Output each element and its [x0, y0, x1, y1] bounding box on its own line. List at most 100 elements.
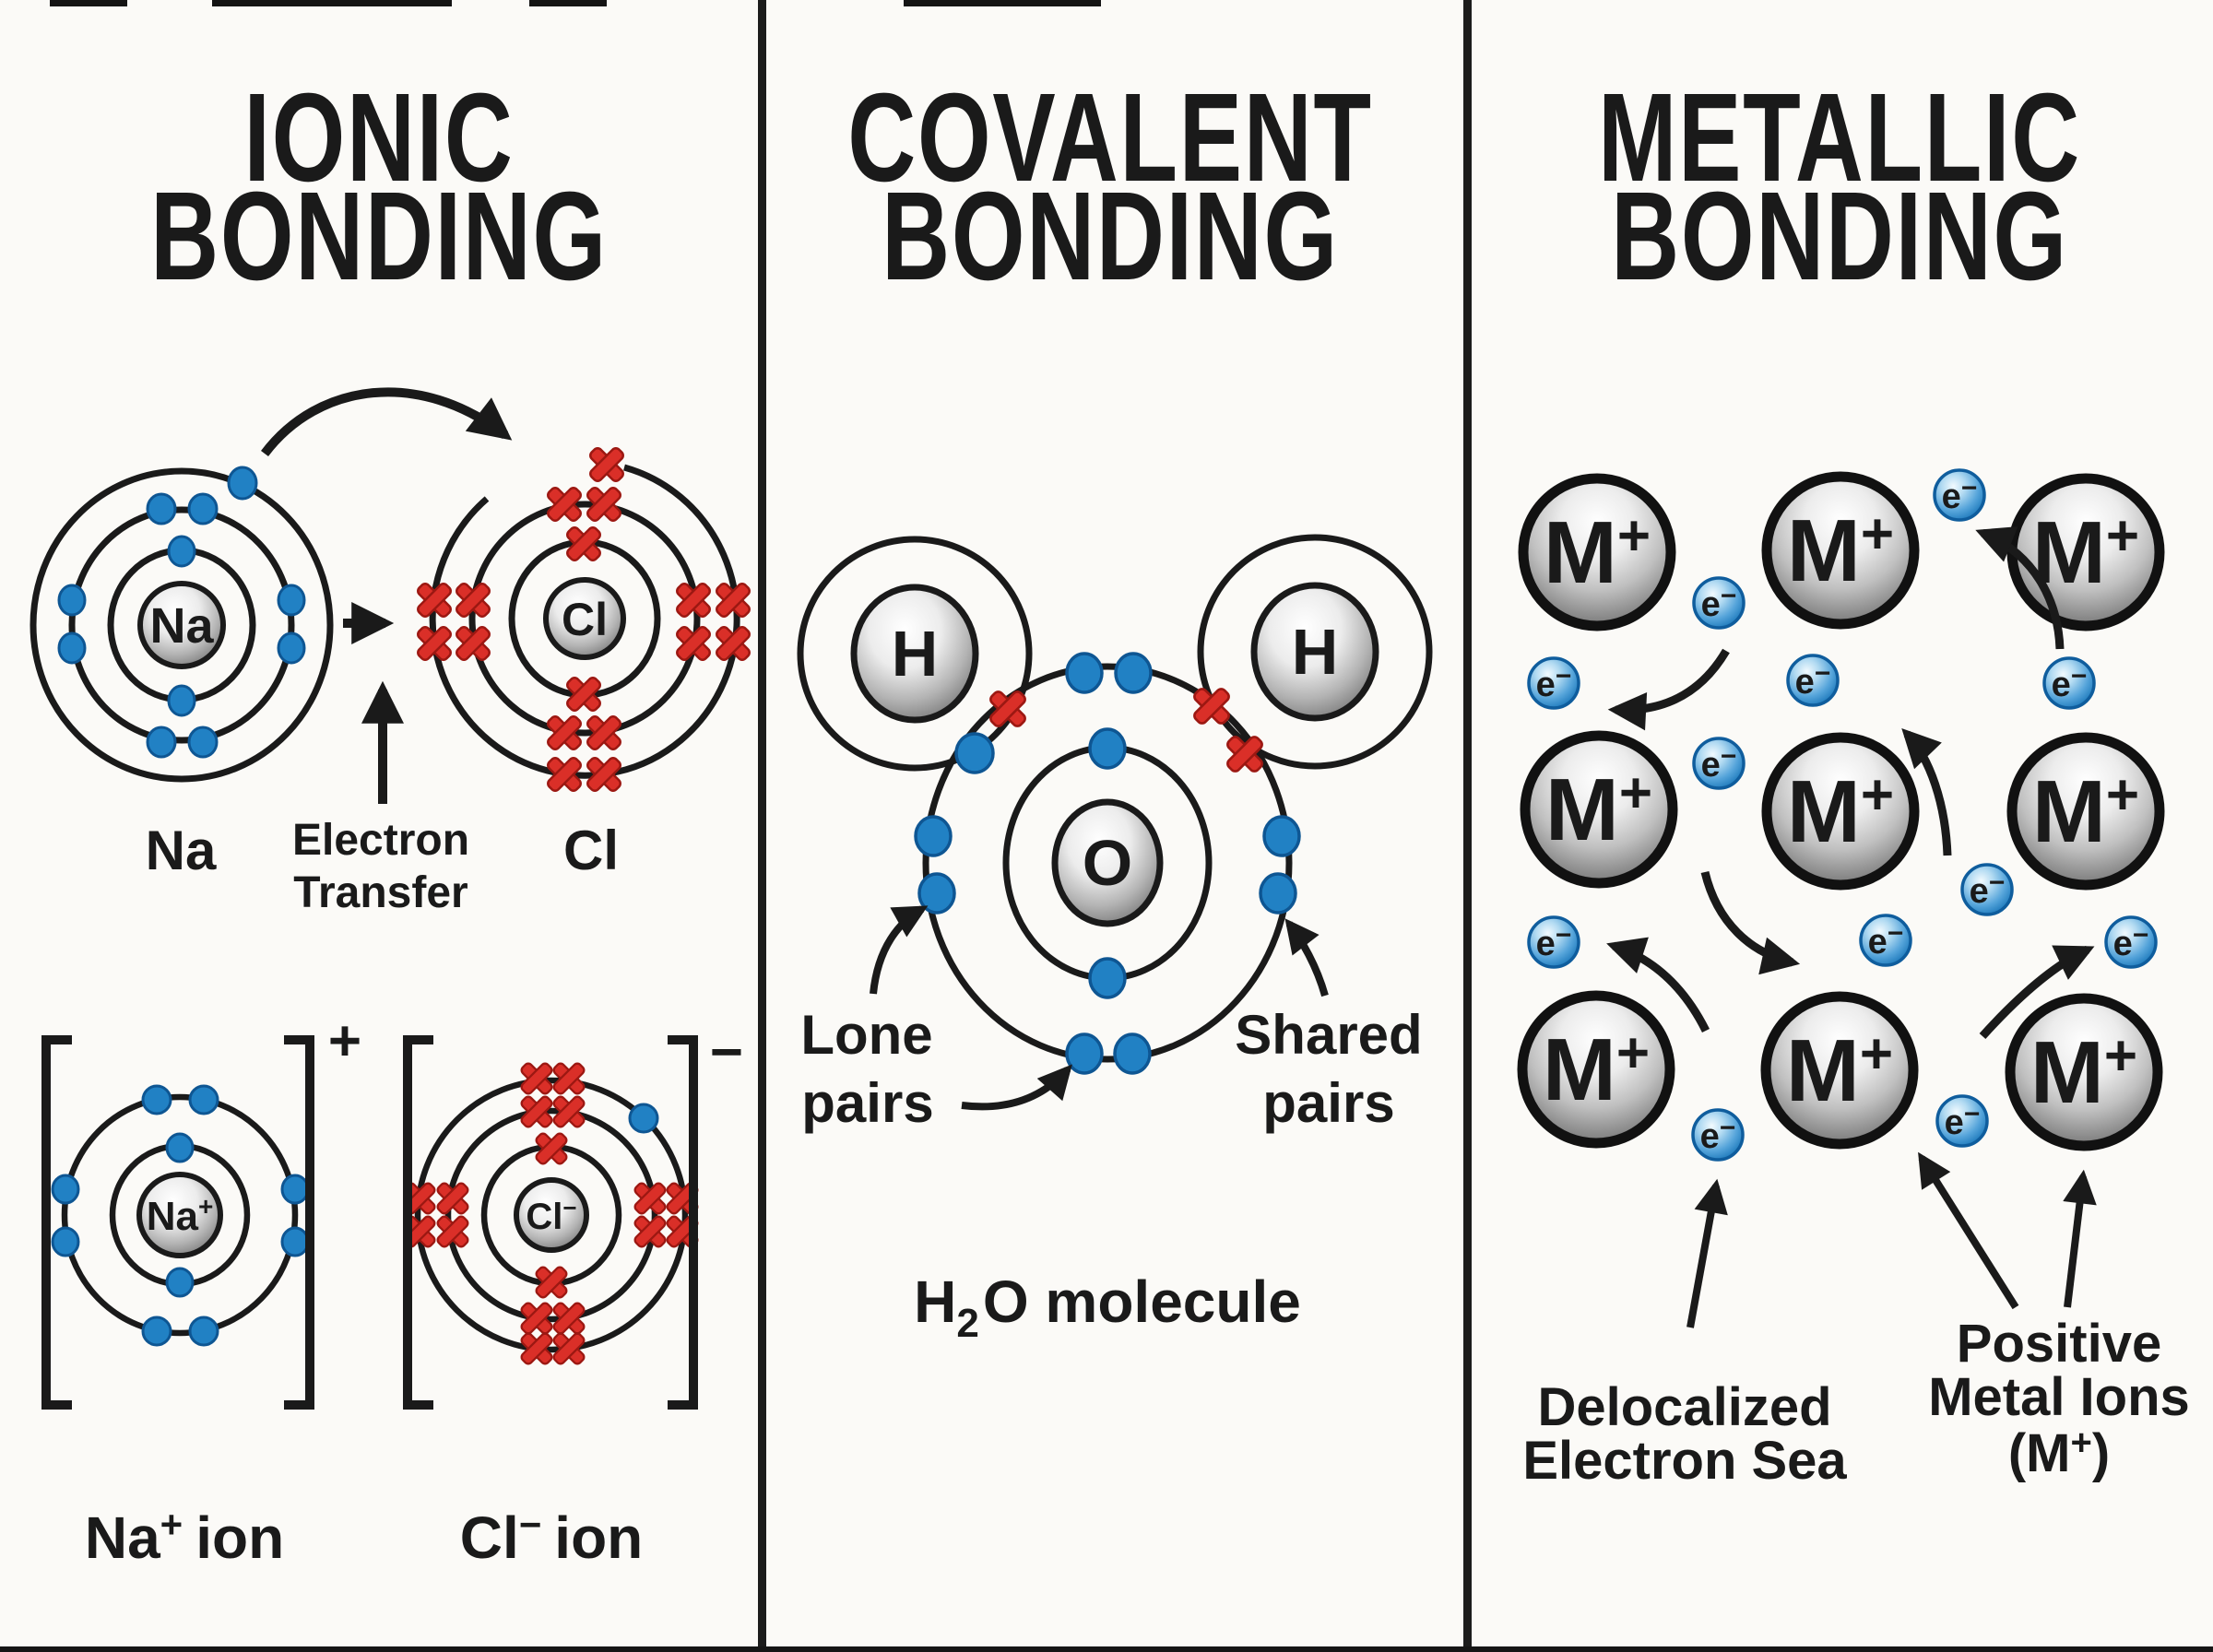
- svg-text:e−: e−: [1536, 661, 1572, 704]
- cl-nucleus-label: Cl: [562, 594, 608, 645]
- electron-dot: [167, 684, 196, 717]
- svg-text:e−: e−: [1700, 1113, 1736, 1156]
- ionic-panel: IONIC BONDING Na: [30, 67, 753, 1571]
- annotation-arrows: [1686, 1151, 2097, 1328]
- positive-ions-label-line3: (M+): [2008, 1422, 2110, 1483]
- o-nucleus: [1051, 798, 1164, 927]
- shared-pairs-label-line1: Shared: [1235, 1004, 1422, 1066]
- motion-arrow: [1979, 945, 2095, 1040]
- electron-dot: [57, 584, 87, 617]
- h-left-orbit: [797, 536, 1033, 772]
- electron-motion-arrows: [1606, 526, 2095, 1040]
- metallic-title-line2: BONDING: [1611, 166, 2068, 307]
- bracket-left: [403, 1035, 433, 1410]
- cl-atom-label: Cl: [563, 820, 619, 881]
- divider-left: [758, 0, 766, 1652]
- cl-nucleus: [543, 577, 626, 660]
- electron-dot: [1114, 652, 1153, 694]
- na-orbit-middle: [68, 506, 295, 744]
- cl-ion-nucleus: [514, 1177, 589, 1253]
- na-ion-nucleus-label: Na+: [147, 1192, 214, 1239]
- shared-pairs-label-line2: pairs: [1262, 1072, 1394, 1134]
- electron-dot: [146, 492, 177, 525]
- positive-ions-label-line2: Metal Ions: [1928, 1367, 2190, 1427]
- transferred-electron-dot: [628, 1103, 659, 1134]
- na-ion-brackets: [41, 1035, 314, 1410]
- cl-ion-electrons: [401, 1060, 701, 1367]
- metal-ion: M+: [1761, 732, 1920, 891]
- bracket-left: [41, 1035, 72, 1410]
- h-right-label: H: [1292, 616, 1339, 688]
- delocalized-arrow: [1686, 1178, 1728, 1328]
- metal-ion: M+: [1761, 471, 1920, 630]
- metal-ion: M+: [2005, 993, 2163, 1151]
- o-electrons: [914, 652, 1301, 1075]
- delocalized-electrons: e− e− e− e− e− e−: [1527, 468, 2158, 1162]
- electron-dot: [1088, 727, 1127, 770]
- na-nucleus-label: Na: [149, 598, 214, 654]
- free-electron: e−: [1786, 654, 1840, 707]
- lone-pairs-label-line2: pairs: [801, 1072, 933, 1134]
- svg-text:e−: e−: [1701, 741, 1737, 785]
- electron-dot: [277, 584, 306, 617]
- free-electron: e−: [1933, 468, 1986, 522]
- shared-electron-dot: [954, 732, 995, 774]
- na-ion: [61, 1093, 299, 1337]
- delocalized-label-line2: Electron Sea: [1522, 1431, 1847, 1491]
- lone-pairs-label-line1: Lone: [800, 1004, 932, 1066]
- svg-text:e−: e−: [1868, 918, 1904, 962]
- electron-dot: [167, 535, 196, 568]
- cl-ion-nucleus-label: Cl−: [526, 1194, 576, 1237]
- metal-ion: M+: [1517, 990, 1675, 1149]
- svg-text:M+: M+: [1787, 762, 1894, 861]
- electron-dot: [277, 631, 306, 665]
- free-electron: e−: [1692, 737, 1746, 790]
- shared-pairs-arrow: [1284, 918, 1329, 997]
- na-ion-nucleus: [136, 1172, 223, 1258]
- electron-dot: [280, 1226, 310, 1257]
- metallic-panel: METALLIC BONDING M+ M+ M+ M+: [1517, 67, 2190, 1491]
- positive-ions-arrow-right: [2063, 1169, 2097, 1308]
- cl-ion-orbit-outer: [414, 1077, 689, 1353]
- na-ion-orbit-outer: [61, 1093, 299, 1337]
- electron-dot: [188, 1084, 219, 1115]
- na-orbit-outer: [30, 467, 334, 783]
- cl-orbit-outer: [429, 464, 740, 779]
- svg-text:M+: M+: [1545, 761, 1652, 859]
- na-ion-label: Na+ion: [85, 1503, 284, 1571]
- svg-text:e−: e−: [1945, 1099, 1981, 1142]
- svg-text:M+: M+: [1787, 502, 1894, 600]
- svg-text:M+: M+: [2032, 762, 2139, 861]
- svg-text:e−: e−: [2052, 661, 2088, 704]
- electron-dot: [1065, 652, 1104, 694]
- electron-dot: [165, 1267, 195, 1298]
- electron-dot: [1262, 815, 1301, 857]
- svg-text:e−: e−: [1795, 658, 1831, 702]
- positive-ions-label-line1: Positive: [1957, 1314, 2161, 1374]
- bracket-right: [668, 1035, 698, 1410]
- electron-dot: [57, 631, 87, 665]
- electron-dot: [51, 1226, 80, 1257]
- o-label: O: [1083, 827, 1132, 899]
- na-ion-bracket-charge: +: [328, 1009, 361, 1073]
- electron-transfer-label-line1: Electron: [292, 816, 469, 865]
- svg-text:M+: M+: [1543, 1021, 1650, 1119]
- metal-ion: M+: [2006, 732, 2165, 891]
- free-electron: e−: [1935, 1094, 1989, 1148]
- svg-text:e−: e−: [1970, 867, 2006, 911]
- electron-dot: [141, 1084, 172, 1115]
- cl-ion-label: Cl−ion: [460, 1503, 644, 1571]
- free-electron: e−: [1859, 914, 1912, 967]
- h-right-nucleus: [1250, 582, 1379, 722]
- free-electron: e−: [1527, 915, 1580, 969]
- motion-arrow: [1901, 728, 1952, 856]
- electron-dot: [188, 1316, 219, 1347]
- metal-ion: M+: [1760, 991, 1919, 1150]
- lone-pairs-arrow-lower: [961, 1064, 1072, 1111]
- electron-cross: [586, 444, 627, 485]
- electron-cross: [1190, 685, 1233, 727]
- motion-arrow: [1607, 648, 1730, 731]
- free-electron: e−: [1960, 863, 2014, 916]
- electron-dot: [165, 1132, 195, 1163]
